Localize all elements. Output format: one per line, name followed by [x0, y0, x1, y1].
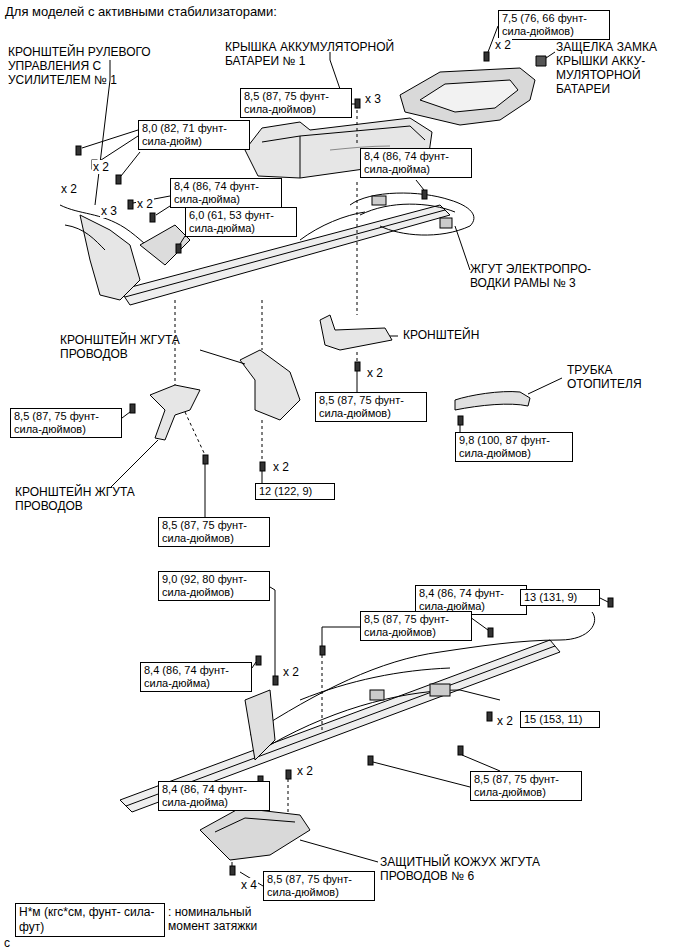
torque-value: 9,8 (100, 87 фунт- сила-дюймов) — [459, 434, 569, 460]
quantity-label: x 3 — [100, 204, 118, 218]
diagram-title: Для моделей с активными стабилизаторами: — [5, 4, 277, 19]
part-label: ЗАЩИТНЫЙ КОЖУХ ЖГУТА ПРОВОДОВ № 6 — [380, 855, 570, 883]
part-label: : номинальный момент затяжки — [168, 905, 278, 933]
part-label: КРОНШТЕЙН ЖГУТА ПРОВОДОВ — [15, 485, 155, 513]
torque-value: 8,4 (86, 74 фунт- сила-дюйма) — [144, 664, 248, 690]
torque-value: 9,0 (92, 80 фунт- сила-дюймов) — [162, 573, 266, 599]
torque-box: 7,5 (76, 66 фунт- сила-дюймов) — [498, 10, 610, 40]
part-label: КРОНШТЕЙН ЖГУТА ПРОВОДОВ — [60, 333, 200, 361]
torque-value: 8,5 (87, 75 фунт- сила-дюймов) — [474, 773, 578, 799]
torque-value: 8,5 (87, 75 фунт- сила-дюймов) — [319, 394, 423, 420]
torque-box: 12 (122, 9) — [255, 483, 335, 500]
steering-bracket — [60, 99, 427, 300]
brackets-middle — [110, 300, 562, 517]
legend-box: Н*м (кгс*см, фунт- сила-фут) — [15, 903, 165, 937]
part-label: КРЫШКА АККУМУЛЯТОРНОЙ БАТАРЕИ № 1 — [225, 40, 410, 68]
unit-legend: Н*м (кгс*см, фунт- сила-фут) — [19, 905, 161, 935]
torque-value: 8,5 (87, 75 фунт- сила-дюймов) — [364, 613, 468, 639]
frame-harness-lower — [120, 587, 613, 886]
quantity-label: x 2 — [272, 460, 290, 474]
frame-harness-upper — [120, 193, 474, 305]
part-label: КРОНШТЕЙН — [403, 328, 479, 342]
torque-value: 8,4 (86, 74 фунт- сила-дюйма) — [162, 783, 266, 809]
latch-plate — [400, 52, 546, 125]
torque-box: 8,5 (87, 75 фунт- сила-дюймов) — [240, 88, 352, 118]
torque-box: 8,4 (86, 74 фунт- сила-дюйма) — [140, 662, 252, 692]
torque-box: 8,5 (87, 75 фунт- сила-дюймов) — [263, 871, 375, 901]
quantity-label: x 2 — [92, 160, 110, 174]
torque-value: 7,5 (76, 66 фунт- сила-дюймов) — [502, 12, 606, 38]
torque-box: 8,4 (86, 74 фунт- сила-дюйма) — [170, 178, 282, 208]
torque-box: 8,0 (82, 71 фунт- сила-дюйм) — [138, 120, 250, 150]
quantity-label: x 2 — [496, 714, 514, 728]
torque-value: 13 (131, 9) — [524, 591, 596, 604]
torque-box: 8,5 (87, 75 фунт- сила-дюймов) — [10, 408, 122, 438]
torque-value: 8,4 (86, 74 фунт- сила-дюйма) — [419, 587, 523, 613]
torque-value: 8,5 (87, 75 фунт- сила-дюймов) — [162, 519, 266, 545]
torque-value: 8,5 (87, 75 фунт- сила-дюймов) — [14, 410, 118, 436]
torque-box: 6,0 (61, 53 фунт- сила-дюйма) — [185, 207, 297, 237]
quantity-label: x 2 — [136, 197, 154, 211]
torque-value: 6,0 (61, 53 фунт- сила-дюйма) — [189, 209, 293, 235]
part-label: ТРУБКА ОТОПИТЕЛЯ — [567, 363, 667, 391]
torque-value: 12 (122, 9) — [259, 485, 331, 498]
torque-box: 8,4 (86, 74 фунт- сила-дюйма) — [158, 781, 270, 811]
torque-value: 15 (153, 11) — [524, 713, 596, 726]
torque-value: 8,5 (87, 75 фунт- сила-дюймов) — [244, 90, 348, 116]
torque-box: 15 (153, 11) — [520, 711, 600, 728]
quantity-label: x 2 — [282, 665, 300, 679]
torque-value: 8,0 (82, 71 фунт- сила-дюйм) — [142, 122, 246, 148]
torque-value: 8,4 (86, 74 фунт- сила-дюйма) — [174, 180, 278, 206]
torque-box: 8,5 (87, 75 фунт- сила-дюймов) — [360, 611, 472, 641]
torque-box: 8,5 (87, 75 фунт- сила-дюймов) — [158, 517, 270, 547]
torque-box: 8,5 (87, 75 фунт- сила-дюймов) — [470, 771, 582, 801]
quantity-label: x 4 — [240, 878, 258, 892]
torque-value: 8,4 (86, 74 фунт- сила-дюйма) — [364, 150, 468, 176]
torque-value: 8,5 (87, 75 фунт- сила-дюймов) — [267, 873, 371, 899]
quantity-label: x 2 — [296, 764, 314, 778]
torque-box: 13 (131, 9) — [520, 589, 600, 606]
part-label: КРОНШТЕЙН РУЛЕВОГО УПРАВЛЕНИЯ С УСИЛИТЕЛ… — [8, 45, 173, 87]
quantity-label: x 2 — [494, 38, 512, 52]
quantity-label: x 3 — [364, 92, 382, 106]
part-label: ЗАЩЕЛКА ЗАМКА КРЫШКИ АККУ- МУЛЯТОРНОЙ БА… — [556, 40, 681, 96]
torque-box: 9,8 (100, 87 фунт- сила-дюймов) — [455, 432, 573, 462]
torque-box: 8,5 (87, 75 фунт- сила-дюймов) — [315, 392, 427, 422]
torque-box: 9,0 (92, 80 фунт- сила-дюймов) — [158, 571, 270, 601]
quantity-label: x 2 — [366, 366, 384, 380]
torque-box: 8,4 (86, 74 фунт- сила-дюйма) — [360, 148, 472, 178]
part-label: ЖГУТ ЭЛЕКТРОПРО- ВОДКИ РАМЫ № 3 — [470, 262, 630, 290]
part-label: c — [4, 936, 10, 950]
quantity-label: x 2 — [60, 182, 78, 196]
